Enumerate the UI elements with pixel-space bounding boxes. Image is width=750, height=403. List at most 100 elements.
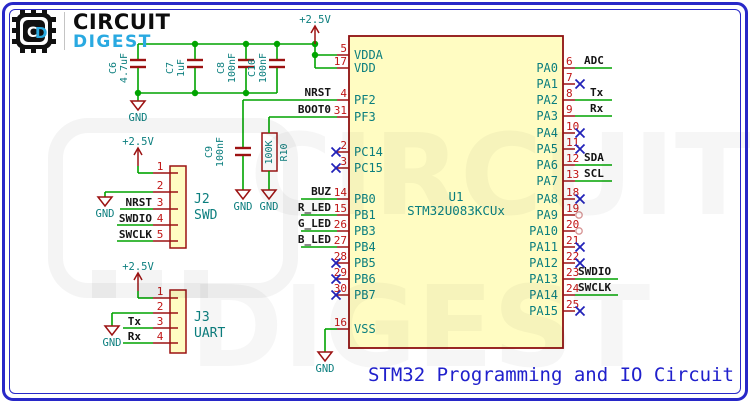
ic-ref: U1 [448, 189, 463, 204]
pin-name: PB5 [354, 256, 376, 270]
logo-monogram-c: C [27, 25, 37, 41]
pin-name: PB4 [354, 240, 376, 254]
gnd-symbol [234, 189, 252, 201]
no-connect-x [574, 127, 586, 139]
no-connect-x [330, 162, 342, 174]
pin-number: 2 [340, 139, 347, 152]
pin-name: PF2 [354, 93, 376, 107]
pin-name: PC15 [354, 161, 383, 175]
net-label: NRST [126, 196, 153, 209]
pin-number: 26 [334, 218, 347, 231]
no-connect-x [330, 289, 342, 301]
pin-number: 13 [566, 168, 579, 181]
pin-number: 6 [566, 55, 573, 68]
gnd-label: GND [129, 112, 148, 124]
pin-name: PA6 [536, 158, 558, 172]
pin-name: PA8 [536, 192, 558, 206]
capacitor-ref: C6 [108, 62, 119, 74]
open-pin-circle [575, 211, 583, 219]
pin-name: PB6 [354, 272, 376, 286]
pin-number: 20 [566, 218, 579, 231]
net-label: NRST [305, 86, 332, 99]
circuit-digest-logo: C D CIRCUIT DIGEST [12, 9, 171, 53]
net-label: BOOT0 [298, 103, 331, 116]
junction-dot [191, 40, 199, 48]
junction-dot [191, 89, 199, 97]
net-label: ADC [584, 54, 604, 67]
pin-number: 28 [334, 250, 347, 263]
pin-number: 3 [340, 155, 347, 168]
net-label: G_LED [298, 217, 331, 230]
capacitor-ref: C10 [247, 59, 258, 77]
power-arrow-head [133, 271, 143, 281]
pin-number: 27 [334, 234, 347, 247]
pin-number: 5 [157, 228, 164, 241]
junction-dot [311, 51, 319, 59]
schematic-title: STM32 Programming and IO Circuit [367, 364, 734, 386]
pin-number: 17 [334, 55, 347, 68]
resistor-value: 100K [264, 140, 275, 164]
pin-name: PA5 [536, 142, 558, 156]
no-connect-x [574, 241, 586, 253]
gnd-symbol [96, 196, 114, 208]
net-label: Rx [590, 102, 604, 115]
gnd-label: GND [96, 208, 115, 220]
pin-number: 3 [157, 196, 164, 209]
pin-number: 7 [566, 71, 573, 84]
pin-name: PA1 [536, 77, 558, 91]
pin-number: 2 [157, 179, 164, 192]
capacitor-value: 4.7uF [119, 53, 130, 83]
pin-name: PB7 [354, 288, 376, 302]
pin-name: PA2 [536, 93, 558, 107]
logo-text-circuit: CIRCUIT [73, 9, 171, 34]
net-label: SWCLK [119, 228, 152, 241]
pin-name: PA0 [536, 61, 558, 75]
connector-ref: J2 [194, 192, 210, 207]
pin-name: PA3 [536, 109, 558, 123]
open-pin-circle [575, 227, 583, 235]
pin-number: 8 [566, 87, 573, 100]
pin-number: 29 [334, 266, 347, 279]
pin-number: 16 [334, 316, 347, 329]
pin-number: 30 [334, 282, 347, 295]
pin-name: PB0 [354, 192, 376, 206]
pin-name: VDDA [354, 48, 384, 62]
net-label: Tx [590, 86, 604, 99]
pin-number: 31 [334, 104, 347, 117]
pin-name: PB1 [354, 208, 376, 222]
pin-number: 4 [340, 87, 347, 100]
capacitor-value: 100nF [258, 53, 269, 83]
junction-dot [134, 89, 142, 97]
no-connect-x [330, 257, 342, 269]
connector-type: SWD [194, 208, 218, 223]
pin-name: PA12 [529, 256, 558, 270]
net-label: Rx [128, 330, 142, 343]
logo-divider [64, 12, 65, 50]
no-connect-x [574, 193, 586, 205]
gnd-symbol [129, 100, 147, 112]
pin-name: PA4 [536, 126, 558, 140]
pin-name: PA10 [529, 224, 558, 238]
pin-number: 24 [566, 282, 580, 295]
capacitor-value: 100nF [215, 137, 226, 167]
no-connect-x [330, 273, 342, 285]
pin-number: 2 [157, 300, 164, 313]
net-label: SWDIO [119, 212, 152, 225]
pin-name: PB3 [354, 224, 376, 238]
pin-name: PA15 [529, 304, 558, 318]
pin-number: 19 [566, 202, 579, 215]
connector-j3-body [169, 289, 187, 354]
net-label: SWDIO [578, 265, 611, 278]
vcc-label: +2.5V [299, 14, 331, 26]
pin-name: PA7 [536, 174, 558, 188]
capacitor-ref: C7 [165, 62, 176, 74]
no-connect-x [574, 143, 586, 155]
pin-number: 3 [157, 315, 164, 328]
no-connect-x [574, 257, 586, 269]
capacitor-value: 1uF [176, 59, 187, 77]
pin-number: 14 [334, 186, 348, 199]
net-label: R_LED [298, 201, 331, 214]
junction-dot [242, 40, 250, 48]
pin-number: 15 [334, 202, 347, 215]
